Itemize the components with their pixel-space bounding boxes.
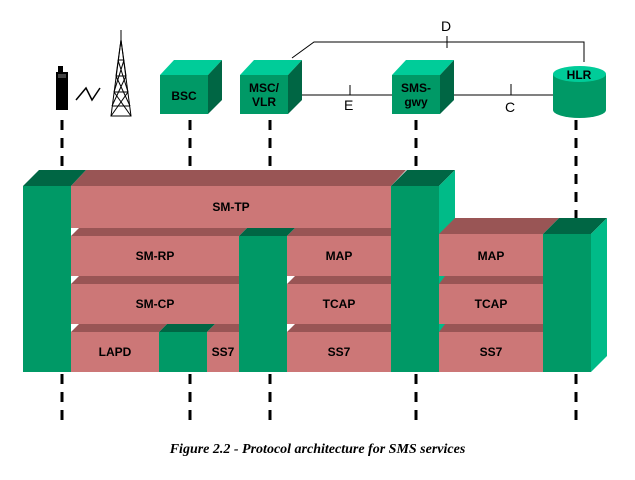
mobile-phone-icon: [56, 66, 68, 110]
layer-sm-tp: [71, 170, 406, 228]
layer-ss7-short-label: SS7: [212, 345, 235, 359]
layer-lapd: [71, 324, 167, 372]
layer-tcap-msc-label: TCAP: [323, 297, 356, 311]
bsc-box: [160, 60, 222, 114]
interface-e-line: [302, 85, 392, 96]
layer-map-hlr-label: MAP: [478, 249, 505, 263]
radio-link-zigzag: [75, 86, 101, 102]
layer-tcap-hlr-label: TCAP: [475, 297, 508, 311]
layer-ss7-hlr-label: SS7: [480, 345, 503, 359]
dashed-connectors: [60, 120, 578, 420]
msc-label-line2: VLR: [252, 95, 276, 109]
layer-sm-rp-label: SM-RP: [136, 249, 175, 263]
layer-lapd-label: LAPD: [99, 345, 132, 359]
layer-map-msc: [287, 228, 399, 276]
interface-c-label: C: [505, 99, 515, 115]
interface-d-line: [291, 36, 585, 62]
interface-c-line: [454, 84, 553, 96]
column-hlr: [543, 218, 607, 372]
column-ms: [23, 170, 86, 372]
hlr-label: HLR: [567, 68, 592, 82]
layer-sm-cp: [71, 276, 247, 324]
layer-map-msc-label: MAP: [326, 249, 353, 263]
msc-vlr-box: [240, 60, 302, 114]
layer-sm-rp: [71, 228, 247, 276]
layer-ss7-short: [207, 324, 247, 372]
layer-map-hlr: [439, 218, 559, 276]
bsc-label: BSC: [171, 89, 197, 103]
layer-ss7-msc: [287, 324, 399, 372]
sms-label-line2: gwy: [404, 95, 428, 109]
layer-sm-cp-label: SM-CP: [136, 297, 175, 311]
sms-label-line1: SMS-: [401, 81, 431, 95]
column-msc-relay: [239, 228, 295, 372]
radio-tower-icon: [110, 30, 132, 117]
column-bsc-relay: [159, 324, 215, 372]
layer-tcap-msc: [287, 276, 399, 324]
layer-ss7-msc-label: SS7: [328, 345, 351, 359]
layer-sm-tp-label: SM-TP: [212, 200, 249, 214]
layer-tcap-hlr: [439, 276, 549, 324]
hlr-cylinder: [553, 66, 606, 118]
msc-label-line1: MSC/: [249, 81, 280, 95]
layer-ss7-hlr: [439, 324, 549, 372]
interface-e-label: E: [344, 97, 353, 113]
sms-gwy-box: [392, 60, 454, 114]
figure-caption: Figure 2.2 - Protocol architecture for S…: [169, 442, 466, 457]
interface-d-label: D: [441, 18, 451, 34]
